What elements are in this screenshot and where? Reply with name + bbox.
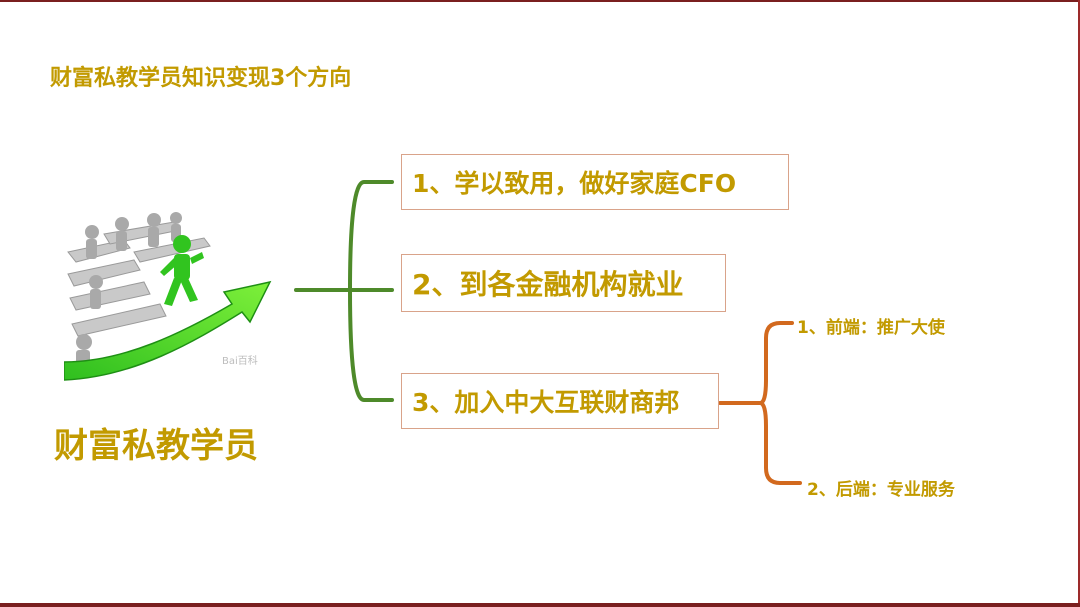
orange-bracket (720, 323, 800, 483)
sub-branch-backend: 2、后端：专业服务 (807, 475, 955, 500)
sub-branch-frontend: 1、前端：推广大使 (797, 313, 945, 338)
green-bracket (296, 182, 392, 400)
branch-box-2: 2、到各金融机构就业 (401, 254, 726, 312)
branch-box-1: 1、学以致用，做好家庭CFO (401, 154, 789, 210)
branch-label-1: 1、学以致用，做好家庭CFO (412, 164, 736, 200)
branch-box-3: 3、加入中大互联财商邦 (401, 373, 719, 429)
branch-label-2: 2、到各金融机构就业 (412, 263, 683, 303)
branch-label-3: 3、加入中大互联财商邦 (412, 383, 679, 419)
